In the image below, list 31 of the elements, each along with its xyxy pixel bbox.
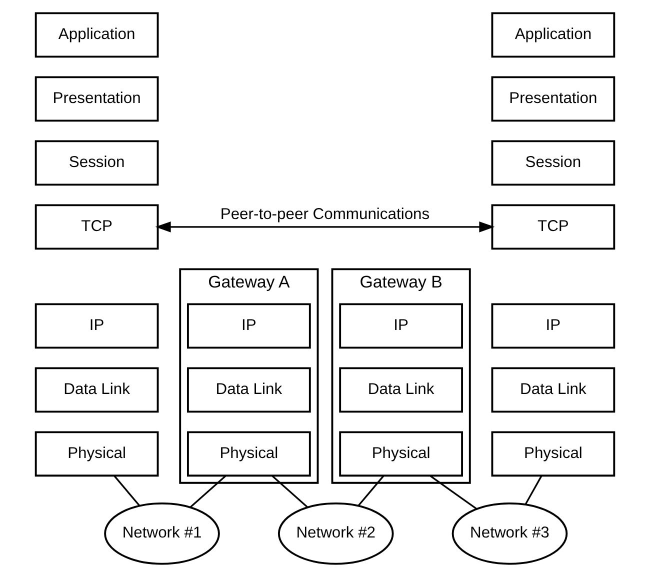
connector bbox=[430, 475, 478, 510]
node-box: Physical bbox=[491, 431, 616, 477]
node-ellipse: Network #2 bbox=[278, 502, 394, 565]
node-box: IP bbox=[339, 303, 463, 349]
connector bbox=[358, 475, 384, 506]
node-box: Presentation bbox=[34, 76, 159, 122]
arrow bbox=[155, 222, 495, 232]
edge-label: Peer-to-peer Communications bbox=[220, 206, 430, 223]
node-box: Session bbox=[491, 140, 616, 186]
node-ellipse: Network #3 bbox=[452, 502, 568, 565]
node-box: Presentation bbox=[491, 76, 616, 122]
node-box: Physical bbox=[187, 431, 311, 477]
connector bbox=[524, 475, 542, 505]
node-box: Data Link bbox=[34, 367, 159, 413]
connector bbox=[190, 475, 226, 508]
node-box: TCP bbox=[491, 204, 616, 250]
node-box: Physical bbox=[339, 431, 463, 477]
node-box: IP bbox=[187, 303, 311, 349]
node-box: Data Link bbox=[187, 367, 311, 413]
node-box: IP bbox=[34, 303, 159, 349]
node-box: Data Link bbox=[491, 367, 616, 413]
node-box: Session bbox=[34, 140, 159, 186]
node-box: Data Link bbox=[339, 367, 463, 413]
connector bbox=[114, 475, 140, 506]
node-box: TCP bbox=[34, 204, 159, 250]
node-box: IP bbox=[491, 303, 616, 349]
node-box: Application bbox=[34, 12, 159, 58]
node-ellipse: Network #1 bbox=[104, 502, 220, 565]
connector bbox=[272, 475, 308, 508]
node-box: Application bbox=[491, 12, 616, 58]
node-box: Physical bbox=[34, 431, 159, 477]
